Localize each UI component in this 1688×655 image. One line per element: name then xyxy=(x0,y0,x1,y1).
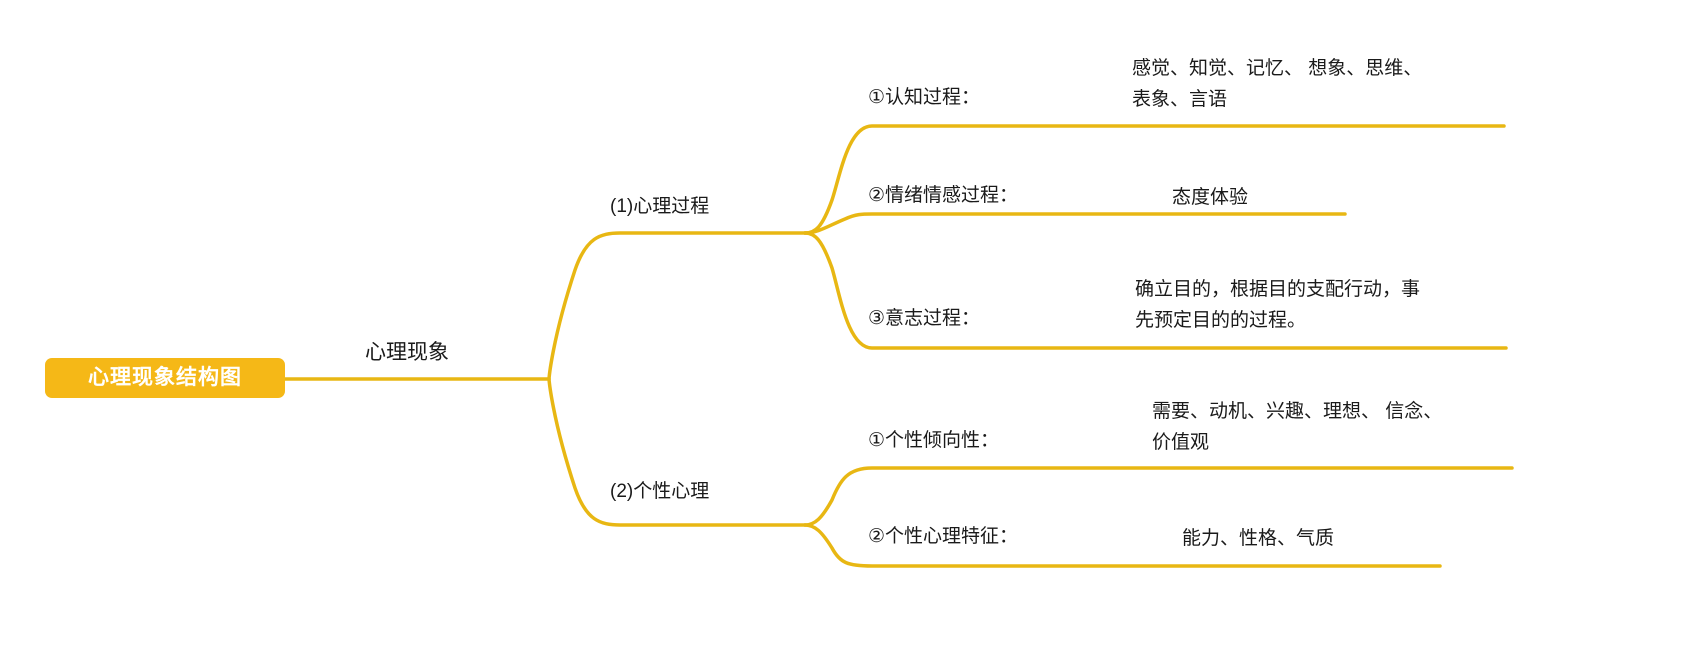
root-node-label: 心理现象结构图 xyxy=(88,365,242,389)
branch-node-label: (1)心理过程 xyxy=(610,196,710,217)
leaf-label-text: ①认知过程： xyxy=(868,87,981,108)
leaf-label-cognitive-process[interactable]: ①认知过程： xyxy=(868,84,980,112)
leaf-detail-emotion-process: 态度体验 xyxy=(1172,182,1472,213)
leaf-label-volition-process[interactable]: ③意志过程： xyxy=(868,305,980,333)
leaf-label-text: ②情绪情感过程： xyxy=(868,185,1019,206)
leaf-label-personality-traits[interactable]: ②个性心理特征： xyxy=(868,523,1018,551)
leaf-detail-text: 需要、动机、兴趣、理想、 信念、价值观 xyxy=(1152,401,1443,454)
leaf-label-text: ②个性心理特征： xyxy=(868,526,1019,547)
leaf-label-emotion-process[interactable]: ②情绪情感过程： xyxy=(868,182,1018,210)
branch-node-personality-psychology[interactable]: (2)个性心理 xyxy=(610,478,709,506)
leaf-label-personality-tendency[interactable]: ①个性倾向性： xyxy=(868,427,999,455)
leaf-detail-text: 能力、性格、气质 xyxy=(1182,528,1335,549)
leaf-label-text: ③意志过程： xyxy=(868,308,981,329)
branch-node-mental-process[interactable]: (1)心理过程 xyxy=(610,193,709,221)
leaf-detail-cognitive-process: 感觉、知觉、记忆、 想象、思维、表象、言语 xyxy=(1132,53,1432,116)
leaf-detail-volition-process: 确立目的，根据目的支配行动，事先预定目的的过程。 xyxy=(1135,274,1435,337)
leaf-detail-text: 确立目的，根据目的支配行动，事先预定目的的过程。 xyxy=(1135,279,1421,332)
level2-node-psychological-phenomena[interactable]: 心理现象 xyxy=(365,338,449,368)
root-node[interactable]: 心理现象结构图 xyxy=(45,358,285,398)
leaf-label-text: ①个性倾向性： xyxy=(868,430,1000,451)
leaf-detail-personality-tendency: 需要、动机、兴趣、理想、 信念、价值观 xyxy=(1152,396,1452,459)
leaf-detail-text: 感觉、知觉、记忆、 想象、思维、表象、言语 xyxy=(1132,58,1423,111)
leaf-detail-personality-traits: 能力、性格、气质 xyxy=(1182,523,1482,554)
leaf-detail-text: 态度体验 xyxy=(1172,187,1249,208)
level2-node-label: 心理现象 xyxy=(365,341,449,364)
branch-node-label: (2)个性心理 xyxy=(610,481,710,502)
